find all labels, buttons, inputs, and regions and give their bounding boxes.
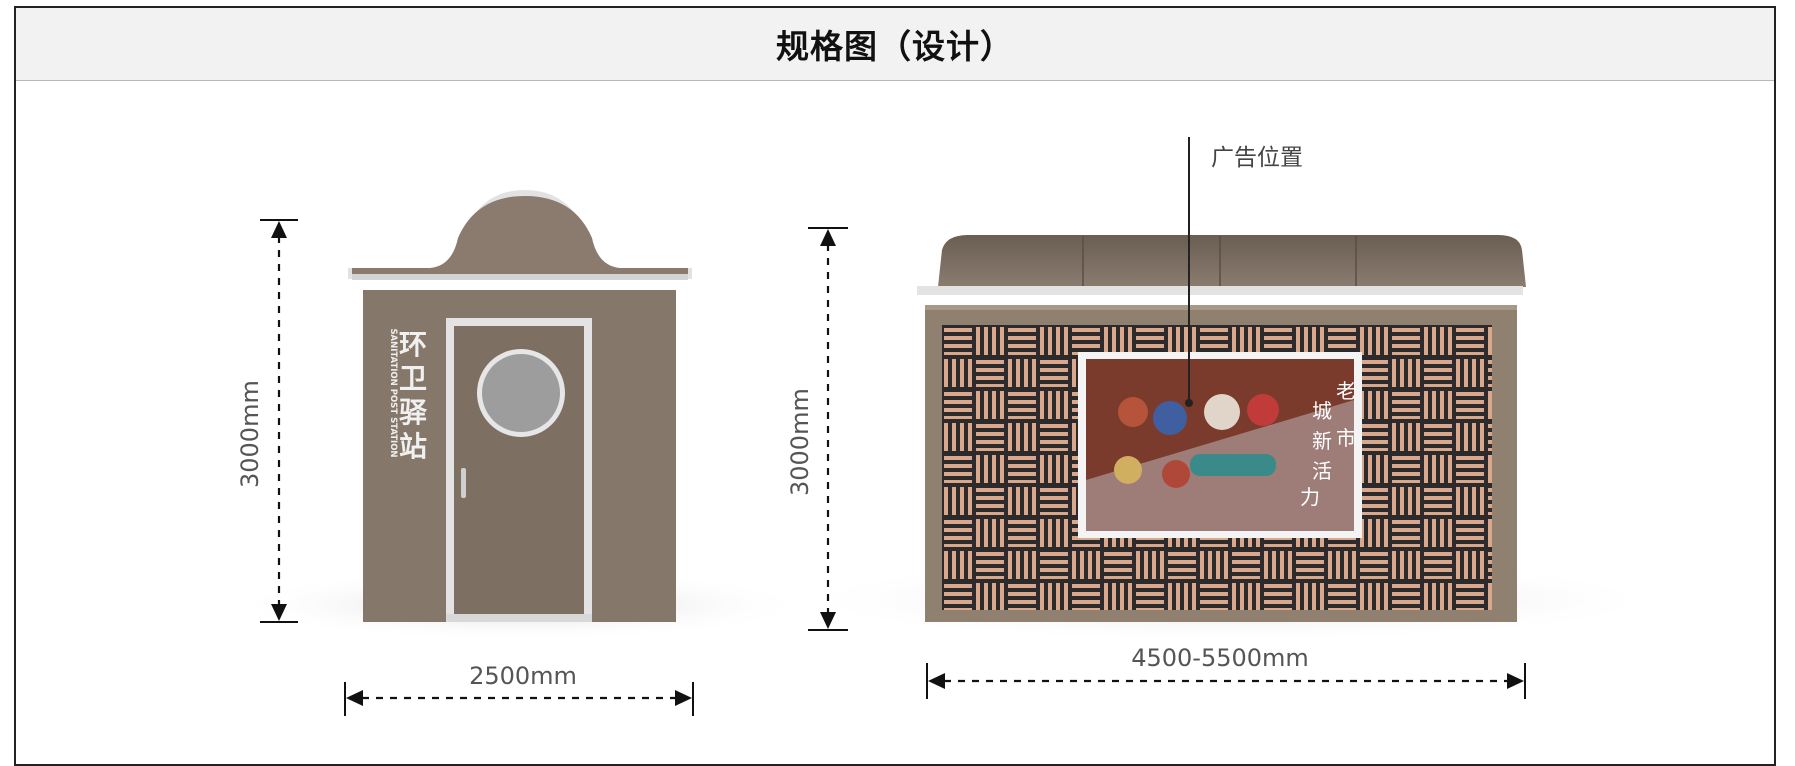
title-bar: 规格图（设计） — [16, 8, 1774, 81]
pavilion-roof — [938, 235, 1526, 287]
booth-sign-en: SANITATION POST STATION — [388, 328, 398, 458]
pavilion-width-dimension — [926, 663, 1526, 699]
poster-char-1: 城 — [1312, 399, 1332, 423]
ad-position-label: 广告位置 — [1211, 145, 1303, 171]
booth-illustration — [230, 190, 810, 641]
door-handle — [461, 468, 466, 498]
sign-char-0: 环 — [398, 328, 427, 361]
booth-width-dimension — [344, 682, 694, 716]
poster-char-3: 新 — [1312, 429, 1332, 453]
poster-char-4: 活 — [1312, 459, 1332, 483]
sign-char-2: 驿 — [398, 396, 427, 429]
page-title: 规格图（设计） — [776, 27, 1014, 66]
door-porthole — [482, 354, 560, 432]
poster-char-0: 老 — [1336, 379, 1356, 403]
booth-height-dimension — [260, 219, 298, 623]
booth-height-label: 3000mm — [236, 380, 264, 488]
sign-char-3: 站 — [398, 430, 427, 463]
sign-char-1: 卫 — [398, 362, 427, 395]
pavilion-height-label: 3000mm — [786, 388, 814, 496]
poster-figures — [1114, 394, 1279, 488]
pavilion-illustration: 老 城 市 新 活 力 — [790, 235, 1670, 642]
roof-eave — [917, 286, 1523, 295]
pavilion-width-label: 4500-5500mm — [1131, 644, 1309, 672]
booth-sign: 环 卫 驿 站 — [398, 328, 428, 464]
poster-char-2: 市 — [1336, 426, 1356, 450]
booth-width-label: 2500mm — [469, 662, 577, 690]
pavilion-height-dimension — [808, 227, 848, 631]
poster-char-5: 力 — [1300, 485, 1320, 509]
